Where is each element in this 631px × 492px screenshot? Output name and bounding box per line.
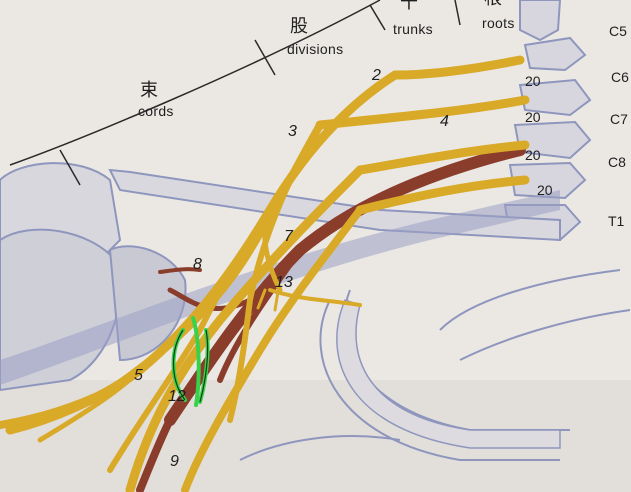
label-7: 7 [284,229,293,245]
label-2: 2 [372,68,381,84]
segment-c8: C8 [608,155,626,169]
label-8: 8 [193,257,202,273]
segment-c6: C6 [611,70,629,84]
root-label-c8: 20 [525,148,541,162]
trunks-char: 干 [400,0,418,12]
root-label-c6: 20 [525,74,541,88]
segment-c7: C7 [610,112,628,126]
label-5: 5 [134,368,143,384]
roots-char: 根 [484,0,502,8]
label-13: 13 [275,275,293,291]
label-9: 9 [170,454,179,470]
label-4: 4 [440,114,449,130]
label-3: 3 [288,124,297,140]
cords-label: cords [138,104,174,118]
divisions-label: divisions [287,42,343,56]
segment-c5: C5 [609,24,627,38]
label-12: 12 [168,389,186,405]
segment-t1: T1 [608,214,624,228]
divisions-char: 股 [290,18,308,36]
roots-label: roots [482,16,515,30]
root-label-c7: 20 [525,110,541,124]
root-label-t1: 20 [537,183,553,197]
cords-char: 束 [140,82,158,100]
trunks-label: trunks [393,22,433,36]
